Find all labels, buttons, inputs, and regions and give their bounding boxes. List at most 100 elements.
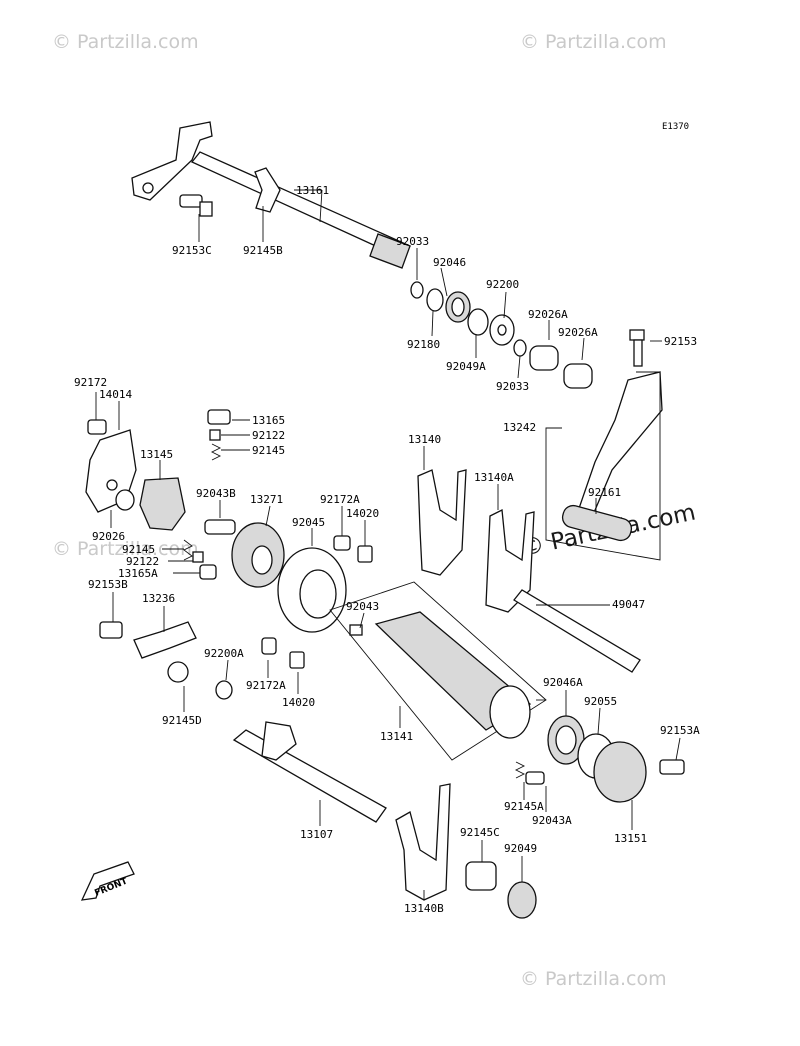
label-92153: 92153	[664, 335, 697, 348]
label-13165: 13165	[252, 414, 285, 427]
watermark-bottom-right: © Partzilla.com	[520, 968, 667, 990]
shift-rod-13107	[232, 721, 387, 823]
shift-pedal-13242	[545, 371, 663, 561]
label-92046A: 92046A	[543, 676, 583, 689]
label-92172A-lower: 92172A	[246, 679, 286, 692]
label-49047: 49047	[612, 598, 645, 611]
star-13271	[231, 522, 285, 588]
label-13236: 13236	[142, 592, 175, 605]
pin-13165A	[199, 564, 217, 580]
bolt-92153A	[659, 759, 685, 775]
circlip-92033-lower	[513, 339, 527, 357]
seal-92049A	[467, 308, 489, 336]
label-13271: 13271	[250, 493, 283, 506]
label-92180: 92180	[407, 338, 440, 351]
pin-92043A	[525, 771, 545, 785]
watermark-mid-left: © Partzilla.com	[52, 538, 199, 560]
label-92145-lower: 92145	[122, 543, 155, 556]
label-14014: 14014	[99, 388, 132, 401]
label-14020-lower: 14020	[282, 696, 315, 709]
label-13140: 13140	[408, 433, 441, 446]
label-13242: 13242	[503, 421, 536, 434]
label-92153C: 92153C	[172, 244, 212, 257]
spring-92145D	[167, 661, 189, 683]
bearing-92046A	[547, 715, 585, 765]
fork-13140	[417, 469, 467, 576]
plate-13236	[133, 621, 197, 659]
shaft-49047	[513, 589, 641, 673]
label-13161: 13161	[296, 184, 329, 197]
label-92145A: 92145A	[504, 800, 544, 813]
label-92026A-2: 92026A	[558, 326, 598, 339]
spring-92145-lower	[183, 539, 193, 561]
label-13151: 13151	[614, 832, 647, 845]
washer-92200	[489, 314, 515, 346]
collars-92026A	[529, 345, 593, 389]
label-92122-lower: 92122	[126, 555, 159, 568]
bolt-92172A-upper	[333, 535, 351, 551]
bearing-92046	[445, 291, 471, 323]
bolt-92153	[629, 329, 645, 367]
label-92200: 92200	[486, 278, 519, 291]
label-14020-upper: 14020	[346, 507, 379, 520]
part-labels: 13161 92153C 92145B 92033 92046 92200 92…	[74, 184, 700, 915]
pin-13165	[207, 409, 231, 425]
label-92055: 92055	[584, 695, 617, 708]
seal-92049	[507, 881, 537, 919]
watermark-top-left: © Partzilla.com	[52, 31, 199, 53]
front-arrow: FRONT	[80, 861, 135, 901]
washer-14020-lower	[289, 651, 305, 669]
spring-92145	[210, 443, 222, 461]
label-92172: 92172	[74, 376, 107, 389]
cover-13151	[593, 741, 647, 803]
label-92153B: 92153B	[88, 578, 128, 591]
pin-92043B	[204, 519, 236, 535]
washer-14020-upper	[357, 545, 373, 563]
washer-92180	[426, 288, 444, 312]
label-92122: 92122	[252, 429, 285, 442]
label-92033-lower: 92033	[496, 380, 529, 393]
washer-92200A	[215, 680, 233, 700]
washer-92026	[115, 489, 135, 511]
label-13107: 13107	[300, 828, 333, 841]
spring-92145A	[514, 761, 526, 779]
label-13140B: 13140B	[404, 902, 444, 915]
pin-92122-lower	[192, 551, 204, 563]
label-92145D: 92145D	[162, 714, 202, 727]
pin-92043	[349, 624, 363, 636]
label-13145: 13145	[140, 448, 173, 461]
bolt-92153C	[179, 194, 213, 217]
label-92145C: 92145C	[460, 826, 500, 839]
label-13165A: 13165A	[118, 567, 158, 580]
label-92049: 92049	[504, 842, 537, 855]
fork-13140B	[395, 783, 451, 901]
label-92145: 92145	[252, 444, 285, 457]
shift-shaft-13161	[131, 121, 411, 269]
watermark-top-right: © Partzilla.com	[520, 31, 667, 53]
label-92200A: 92200A	[204, 647, 244, 660]
label-13141: 13141	[380, 730, 413, 743]
leader-lines	[95, 189, 681, 900]
shift-drum-13141	[329, 581, 547, 761]
bolt-92172	[87, 419, 107, 435]
label-92153A: 92153A	[660, 724, 700, 737]
stopper-lever-13145	[139, 477, 186, 531]
bolt-92172A-lower	[261, 637, 277, 655]
bearing-92045	[277, 547, 347, 633]
label-92026: 92026	[92, 530, 125, 543]
label-92043B: 92043B	[196, 487, 236, 500]
label-13140A: 13140A	[474, 471, 514, 484]
label-92172A-upper: 92172A	[320, 493, 360, 506]
pin-92122	[209, 429, 221, 441]
fork-13140A	[485, 508, 535, 613]
label-92145B: 92145B	[243, 244, 283, 257]
label-92043: 92043	[346, 600, 379, 613]
label-92026A-1: 92026A	[528, 308, 568, 321]
label-92046: 92046	[433, 256, 466, 269]
diagram-code: E1370	[662, 122, 689, 132]
label-92043A: 92043A	[532, 814, 572, 827]
label-92033-upper: 92033	[396, 235, 429, 248]
bolt-92153B	[99, 621, 123, 639]
label-92161: 92161	[588, 486, 621, 499]
